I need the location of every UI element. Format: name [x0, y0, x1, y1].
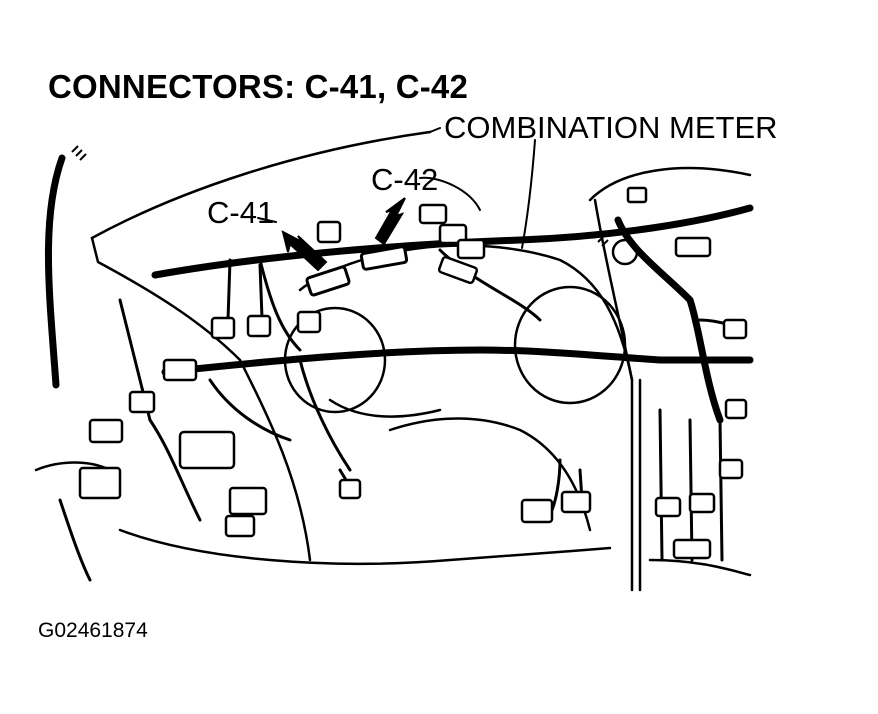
c42-label: C-42 [371, 162, 439, 197]
c41-connector [305, 265, 351, 297]
instrument-panel-outline [34, 130, 752, 592]
branch-wires [58, 248, 732, 582]
c41-label: C-41 [207, 195, 275, 230]
c41-arrow [281, 230, 328, 272]
c42-arrow [374, 197, 406, 246]
grommet [611, 238, 639, 266]
leader-lines [257, 127, 536, 249]
figure-id: G02461874 [38, 619, 148, 642]
diagram-title: CONNECTORS: C-41, C-42 [48, 68, 469, 105]
wire-end-hash-marks [71, 145, 609, 247]
combination-meter-label: COMBINATION METER [444, 110, 778, 145]
connector-blocks [78, 186, 748, 560]
c42-connector [359, 245, 409, 271]
